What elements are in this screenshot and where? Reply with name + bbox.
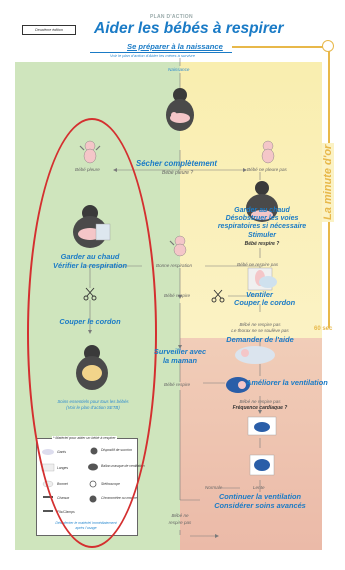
- step-continue-2: Considérer soins avancés: [214, 501, 306, 510]
- step-warm-clear-1: Garder au chaud: [234, 207, 290, 214]
- scissors-icon-right: [211, 289, 225, 303]
- limp-baby-illustration: [261, 140, 275, 164]
- label-baby-cries-q: Bébé pleure ?: [162, 170, 194, 176]
- step-warm-check-1: Garder au chaud: [60, 252, 120, 261]
- ventilate-illustration: [259, 276, 277, 288]
- step-ask-help: Demander de l'aide: [226, 335, 294, 344]
- label-breathes-2: Bébé respire: [164, 382, 191, 387]
- step-warm-clear-2: Désobstruer les voies: [225, 215, 299, 222]
- step-warm-check-2: Vérifier la respiration: [53, 261, 127, 270]
- continue-ventilation-illustration: [249, 454, 275, 476]
- label-not-breathing-2: Bébé ne respire pas: [239, 399, 281, 404]
- stopwatch-icon: [322, 40, 334, 52]
- label-not-breathing-3a: Bébé ne: [171, 513, 189, 518]
- improve-ventilation-illustration: [226, 377, 250, 393]
- step-cut-cord: Couper le cordon: [59, 317, 121, 326]
- stimulate-illustration: [246, 181, 278, 222]
- step-dry: Sécher complètement: [136, 159, 218, 168]
- label-not-breathing-1: Bébé ne respire pas: [237, 262, 279, 267]
- step-warm-clear-3: respiratoires si nécessaire: [217, 223, 307, 230]
- clamps-icon: [43, 510, 53, 512]
- essential-care-1: Soins essentiels pour tous les bébés: [57, 399, 129, 404]
- step-continue-1: Continuer la ventilation: [218, 492, 302, 501]
- sixty-sec-label: 60 sec: [314, 326, 333, 332]
- label-normal: Normale: [205, 485, 223, 490]
- see-plan-text: Voir le plan d'action d'Aider les mères …: [110, 53, 195, 58]
- label-not-breathing-3b: respire pas: [168, 520, 192, 525]
- label-chest-not-rising-2: Le thorax ne se soulève pas: [231, 328, 289, 333]
- red-circle-annotation: [27, 118, 157, 548]
- timeline-connector: [232, 46, 329, 48]
- step-ventilate-1: Ventiler: [246, 290, 273, 299]
- step-monitor-2: la maman: [162, 356, 198, 365]
- plan-label: PLAN D'ACTION: [150, 14, 193, 20]
- label-slow: Lente: [253, 485, 265, 490]
- prepare-underline: [90, 52, 232, 53]
- naissance-label: Naissance: [168, 67, 190, 72]
- label-baby-not-crying: Bébé ne pleure pas: [247, 167, 287, 172]
- background-red-zone: [180, 338, 322, 550]
- stethoscope-illustration: [247, 416, 277, 436]
- scissors-kit-icon: [43, 496, 53, 498]
- label-chest-not-rising-1: Bébé ne respire pas: [239, 322, 281, 327]
- page-title: Aider les bébés à respirer: [94, 20, 284, 37]
- label-breathes-1: Bébé respire: [164, 293, 191, 298]
- edition-badge: Deuxième édition: [22, 25, 76, 35]
- label-heart-rate-q: Fréquence cardiaque ?: [232, 405, 288, 411]
- label-baby-breathes-q: Bébé respire ?: [244, 241, 280, 247]
- step-warm-clear-4: Stimuler: [247, 232, 276, 239]
- label-baby-cries: Bébé pleure: [75, 167, 100, 172]
- essential-care-2: (Voir le plan d'action SETB): [66, 405, 120, 410]
- prepare-birth-title: Se préparer à la naissance: [127, 42, 223, 51]
- step-improve-ventilation: Améliorer la ventilation: [246, 378, 328, 387]
- step-ventilate-2: Couper le cordon: [234, 298, 296, 307]
- mother-baby-illustration: [166, 88, 194, 131]
- step-monitor-1: Surveiller avec: [153, 347, 207, 356]
- small-baby-illustration: [169, 235, 187, 257]
- call-help-illustration: [235, 346, 275, 364]
- label-good-breathing: Bonne respiration: [156, 263, 193, 268]
